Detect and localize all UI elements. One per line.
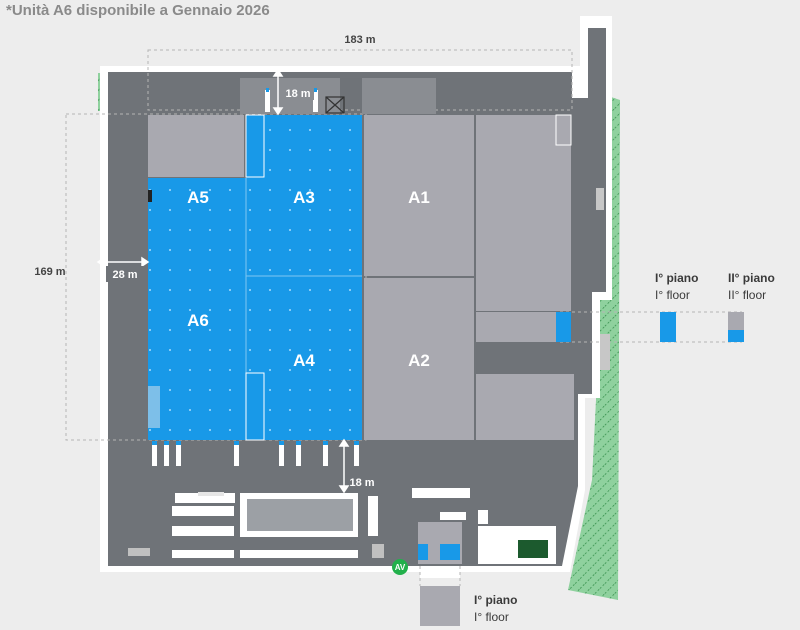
right-block-upper <box>476 115 571 311</box>
top-gap-label: 18 m <box>285 88 310 100</box>
door-marker <box>148 190 152 202</box>
crate-icon <box>325 96 345 114</box>
unit-a6-label: A6 <box>187 311 209 330</box>
height-dimension-label: 169 m <box>34 266 65 278</box>
av-badge[interactable]: AV <box>392 559 408 575</box>
page-title: *Unità A6 disponibile a Gennaio 2026 <box>6 2 270 19</box>
dimension-arrows <box>96 68 350 494</box>
unit-a5-grey <box>148 115 244 177</box>
stair-blue <box>556 312 571 342</box>
dock-markers <box>152 441 359 445</box>
width-dimension-label: 183 m <box>344 34 375 46</box>
av-badge-label: AV <box>395 563 406 572</box>
unit-a2-block <box>364 278 474 440</box>
parking-area <box>128 488 470 558</box>
top-annex-building <box>362 78 436 114</box>
first-floor-label-en: I° floor <box>655 288 690 302</box>
available-units[interactable] <box>148 114 362 441</box>
gate-floor-preview <box>420 586 460 626</box>
side-gap-label: 28 m <box>112 269 137 281</box>
gate-floor-label-it: I° piano <box>474 593 517 607</box>
right-block-strip <box>476 312 556 342</box>
floor-preview-second <box>728 312 744 342</box>
second-floor-label-it: II° piano <box>728 271 775 285</box>
unit-a2-label: A2 <box>408 351 430 370</box>
unit-a1-block <box>364 115 474 276</box>
right-block-lower <box>476 374 574 440</box>
second-floor-label-en: II° floor <box>728 288 766 302</box>
unit-a5-label: A5 <box>187 188 209 207</box>
truck-bays-top <box>265 88 318 112</box>
gate-building <box>418 510 556 564</box>
bottom-gap-label: 18 m <box>349 477 374 489</box>
entrance-path <box>420 568 460 578</box>
first-floor-label-it: I° piano <box>655 271 698 285</box>
floor-preview-first <box>660 312 676 342</box>
gate-floor-label-en: I° floor <box>474 610 509 624</box>
unit-a3-label: A3 <box>293 188 315 207</box>
unit-a4-label: A4 <box>293 351 315 370</box>
truck-bays-bottom <box>152 444 359 466</box>
unit-a1-label: A1 <box>408 188 430 207</box>
side-parking-strip <box>596 188 604 210</box>
side-stair <box>600 334 610 370</box>
